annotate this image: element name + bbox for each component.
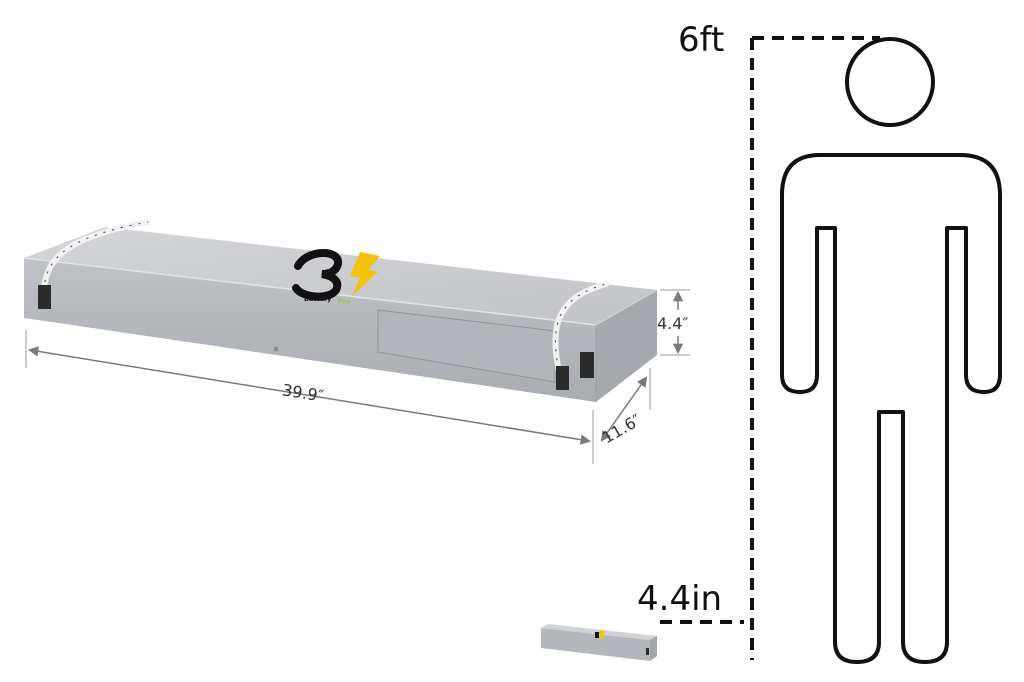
length-arrow <box>27 346 592 445</box>
lightning-bolt-icon <box>350 252 380 296</box>
human-head <box>845 37 935 127</box>
length-label: 39.9″ <box>281 380 325 405</box>
brand-logo: Battery Pro <box>292 248 380 305</box>
battery-side-face <box>596 290 657 402</box>
height-label: 4.4″ <box>657 314 688 333</box>
battery-screw <box>273 346 279 352</box>
brand-logo-text-secondary: Pro <box>338 297 351 305</box>
brand-logo-text-primary: Battery <box>304 295 332 303</box>
height-reference-lines: 6ft 4.4in <box>637 20 880 660</box>
brand-logo-letter <box>292 248 342 301</box>
human-body-outline <box>780 153 1002 664</box>
height-dimension: 4.4″ <box>657 289 690 356</box>
small-battery-port <box>646 648 649 655</box>
width-label: 11.6″ <box>599 410 645 447</box>
width-arrow <box>600 376 648 442</box>
battery-small-scale <box>541 624 657 661</box>
battery-port <box>580 352 594 378</box>
human-figure <box>780 37 1002 664</box>
person-height-label: 6ft <box>678 20 724 60</box>
battery-height-label: 4.4in <box>637 579 722 619</box>
small-lightning-bolt-icon <box>597 630 606 642</box>
battery-box <box>23 219 658 402</box>
battery-top-face <box>24 227 657 325</box>
